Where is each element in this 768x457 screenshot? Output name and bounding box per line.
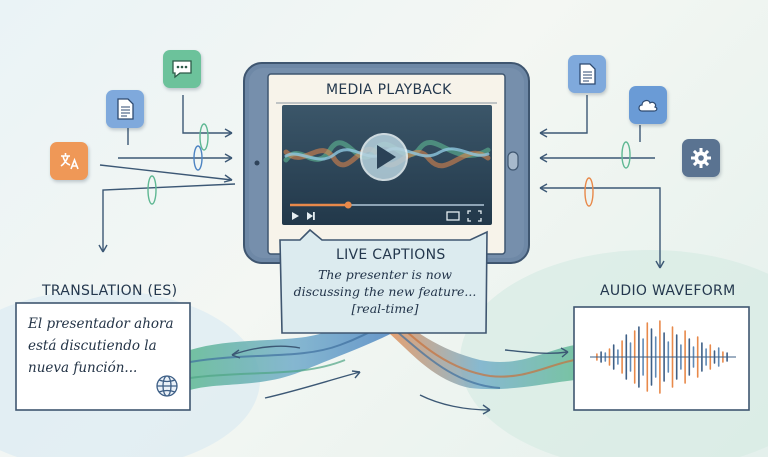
- document-icon[interactable]: [106, 90, 144, 128]
- gear-icon[interactable]: [682, 139, 720, 177]
- cloud-icon[interactable]: [629, 86, 667, 124]
- caption-line: [real-time]: [288, 300, 482, 317]
- live-captions-title: LIVE CAPTIONS: [336, 247, 446, 263]
- caption-line: The presenter is now: [288, 266, 482, 283]
- translation-line: nueva función...: [28, 357, 188, 379]
- chat-icon[interactable]: [163, 50, 201, 88]
- progress-scrubber[interactable]: [345, 202, 352, 209]
- document-icon[interactable]: [568, 55, 606, 93]
- home-button[interactable]: [508, 152, 518, 170]
- translation-text: El presentador ahora está discutiendo la…: [28, 313, 188, 379]
- camera-dot: [255, 161, 260, 166]
- play-button[interactable]: [361, 134, 407, 180]
- translation-title: TRANSLATION (ES): [42, 283, 177, 299]
- translation-line: El presentador ahora: [28, 313, 188, 335]
- media-playback-title: MEDIA PLAYBACK: [326, 82, 452, 98]
- translate-icon[interactable]: [50, 142, 88, 180]
- audio-waveform-title: AUDIO WAVEFORM: [600, 283, 735, 299]
- translation-line: está discutiendo la: [28, 335, 188, 357]
- globe-icon[interactable]: [157, 376, 177, 396]
- caption-line: discussing the new feature...: [288, 283, 482, 300]
- live-captions-text: The presenter is now discussing the new …: [288, 266, 482, 317]
- video-player: [282, 105, 492, 225]
